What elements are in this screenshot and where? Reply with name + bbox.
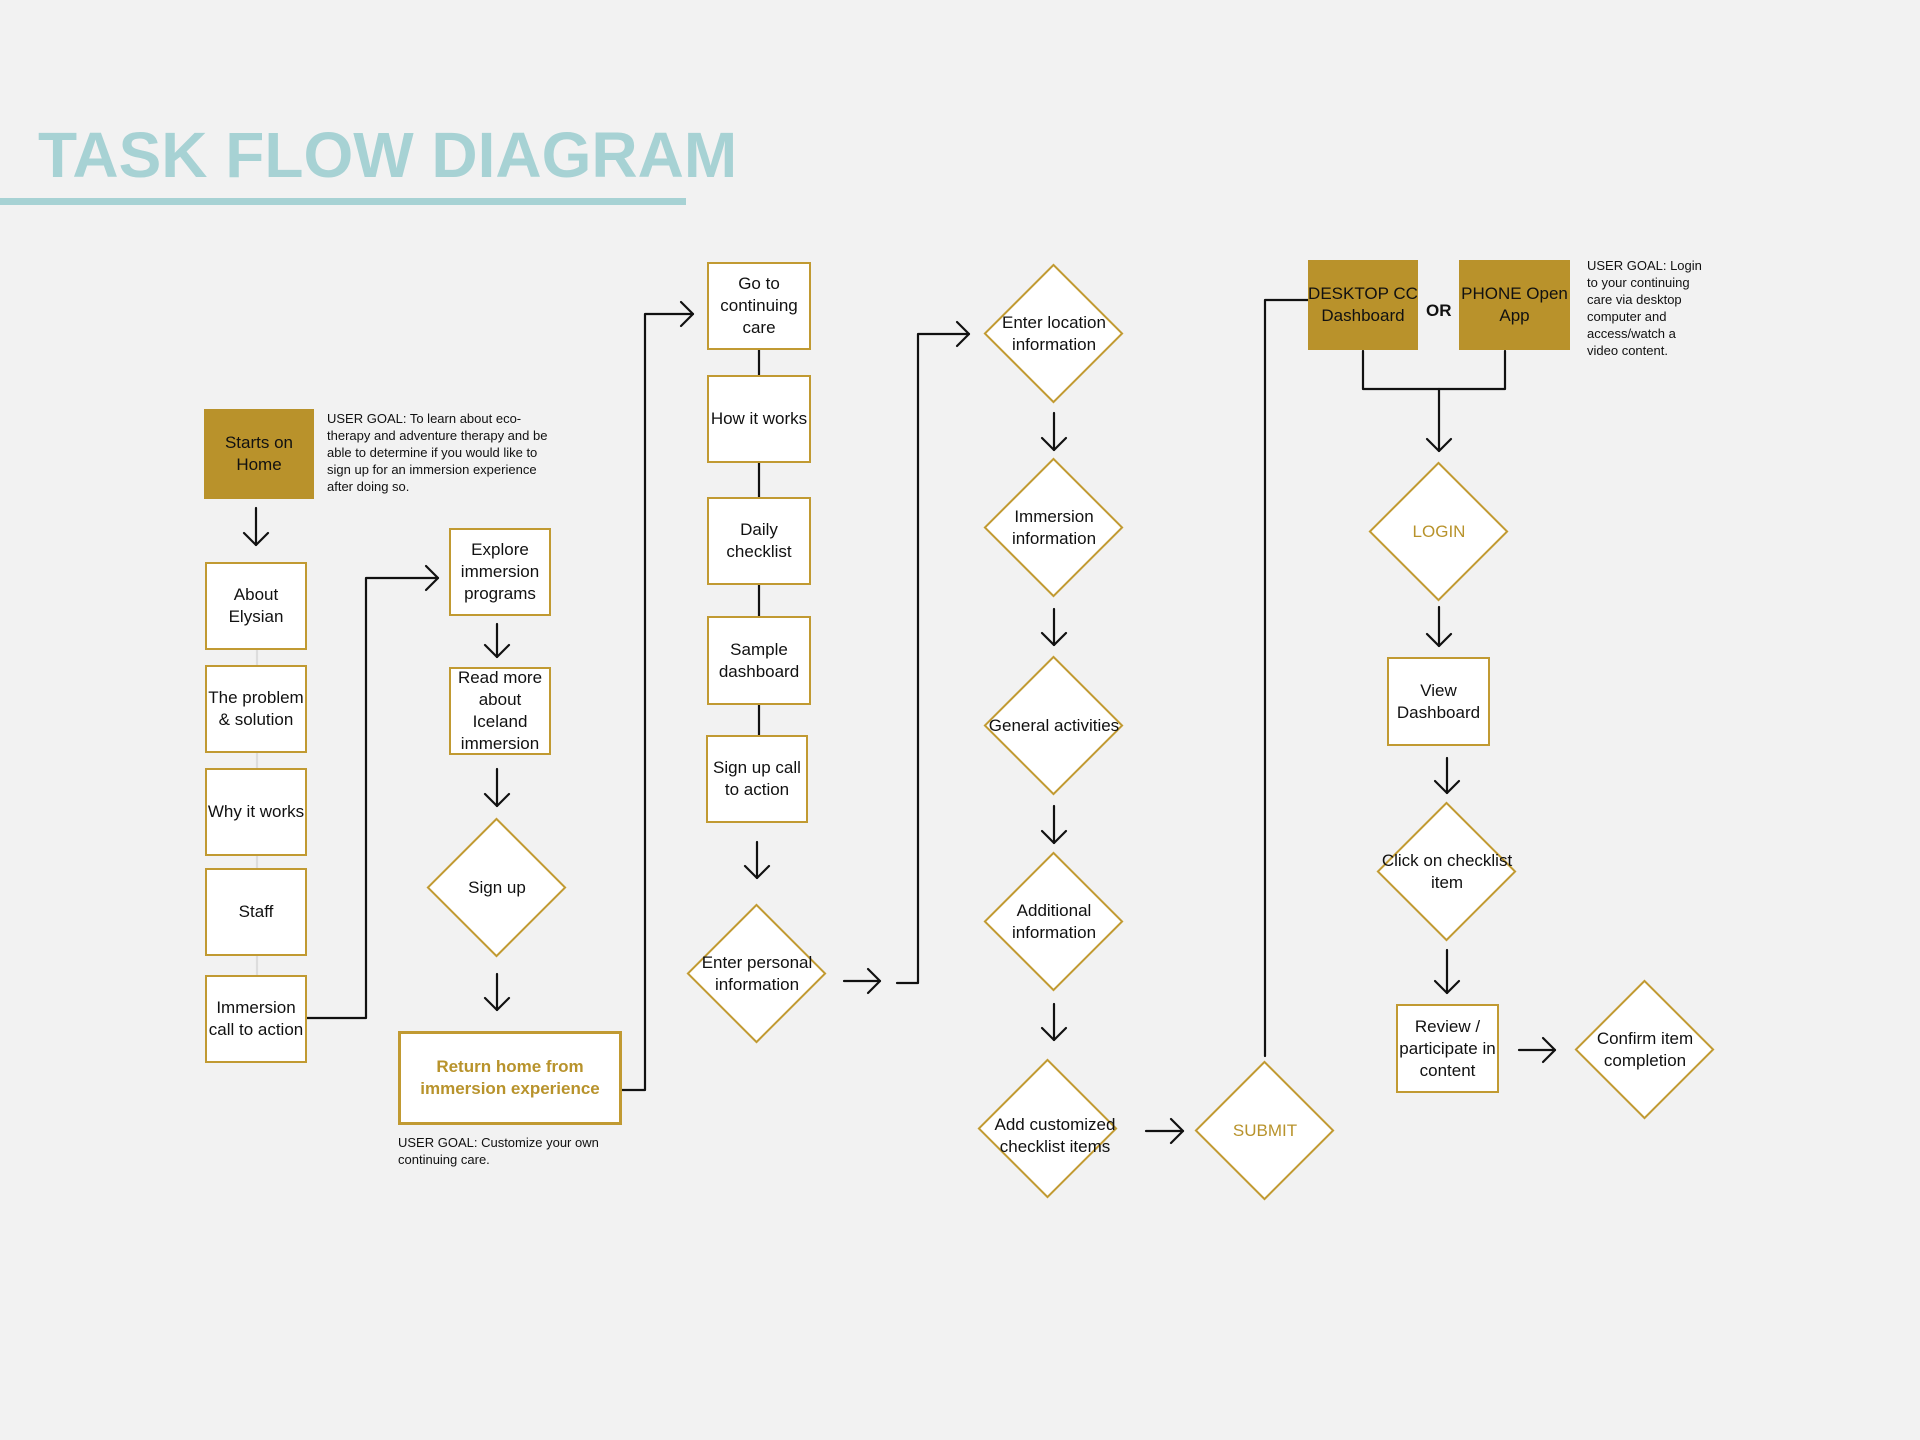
- phone-app-node: PHONE Open App: [1459, 260, 1570, 350]
- read-more-node: Read more about Iceland immersion: [449, 667, 551, 755]
- go-to-continuing-care-node: Go to continuing care: [707, 262, 811, 350]
- login-decision: LOGIN: [1369, 462, 1509, 602]
- review-content-node: Review / participate in content: [1396, 1004, 1499, 1093]
- node-label: LOGIN: [1412, 522, 1466, 541]
- node-label: Return home from immersion experience: [420, 1057, 600, 1098]
- node-label: Read more about Iceland immersion: [457, 668, 543, 753]
- starts-on-home-node: Starts on Home: [204, 409, 314, 499]
- node-label: Click on checklist item: [1381, 851, 1513, 892]
- why-it-works-node: Why it works: [205, 768, 307, 856]
- confirm-completion-decision: Confirm item completion: [1575, 980, 1715, 1120]
- or-label: OR: [1426, 301, 1452, 320]
- node-label: Starts on Home: [224, 433, 294, 474]
- user-goal-note-3: USER GOAL: Login to your continuing care…: [1587, 258, 1702, 358]
- node-label: Enter location information: [1002, 313, 1106, 354]
- page-title: TASK FLOW DIAGRAM: [38, 119, 738, 191]
- immersion-information-decision: Immersion information: [984, 458, 1124, 598]
- return-home-node: Return home from immersion experience: [398, 1031, 622, 1125]
- node-label: Review / participate in content: [1399, 1016, 1496, 1080]
- sign-up-cta-node: Sign up call to action: [706, 735, 808, 823]
- user-goal-note-1: USER GOAL: To learn about eco-therapy an…: [327, 411, 548, 494]
- daily-checklist-node: Daily checklist: [707, 497, 811, 585]
- sign-up-decision: Sign up: [427, 818, 567, 958]
- node-label: General activities: [988, 716, 1120, 735]
- node-label: Immersion information: [1011, 507, 1097, 548]
- enter-location-decision: Enter location information: [984, 264, 1124, 404]
- submit-decision: SUBMIT: [1195, 1061, 1335, 1201]
- node-label: Enter personal information: [701, 953, 813, 994]
- node-label: Immersion call to action: [208, 998, 304, 1039]
- node-label: Sample dashboard: [718, 639, 800, 681]
- general-activities-decision: General activities: [984, 656, 1124, 796]
- node-label: Explore immersion programs: [460, 540, 540, 603]
- node-label: About Elysian: [228, 585, 284, 626]
- user-goal-note-2: USER GOAL: Customize your own continuing…: [398, 1135, 599, 1167]
- node-label: Sign up: [468, 878, 526, 897]
- node-label: Go to continuing care: [720, 274, 798, 337]
- staff-node: Staff: [205, 868, 307, 956]
- immersion-cta-node: Immersion call to action: [205, 975, 307, 1063]
- node-label: View Dashboard: [1396, 680, 1481, 722]
- customized-checklist-decision: Add customized checklist items: [978, 1059, 1132, 1213]
- enter-personal-decision: Enter personal information: [687, 904, 827, 1044]
- node-label: Staff: [238, 902, 274, 921]
- node-label: PHONE Open App: [1461, 284, 1568, 325]
- about-elysian-node: About Elysian: [205, 562, 307, 650]
- node-label: Add customized checklist items: [994, 1115, 1116, 1156]
- node-label: Sign up call to action: [713, 758, 801, 799]
- node-label: Additional information: [1011, 901, 1097, 942]
- node-label: DESKTOP CC Dashboard: [1308, 284, 1418, 325]
- node-label: SUBMIT: [1232, 1121, 1298, 1140]
- sample-dashboard-node: Sample dashboard: [707, 616, 811, 705]
- desktop-dashboard-node: DESKTOP CC Dashboard: [1308, 260, 1418, 350]
- node-label: Why it works: [207, 802, 305, 821]
- node-label: Confirm item completion: [1596, 1029, 1694, 1070]
- node-label: Daily checklist: [726, 520, 792, 561]
- explore-programs-node: Explore immersion programs: [449, 528, 551, 616]
- view-dashboard-node: View Dashboard: [1387, 657, 1490, 746]
- additional-information-decision: Additional information: [984, 852, 1124, 992]
- title-underline: [0, 198, 686, 205]
- problem-solution-node: The problem & solution: [205, 665, 307, 753]
- how-it-works-node: How it works: [707, 375, 811, 463]
- node-label: How it works: [710, 409, 808, 428]
- node-label: The problem & solution: [208, 688, 304, 729]
- click-checklist-item-decision: Click on checklist item: [1377, 802, 1517, 942]
